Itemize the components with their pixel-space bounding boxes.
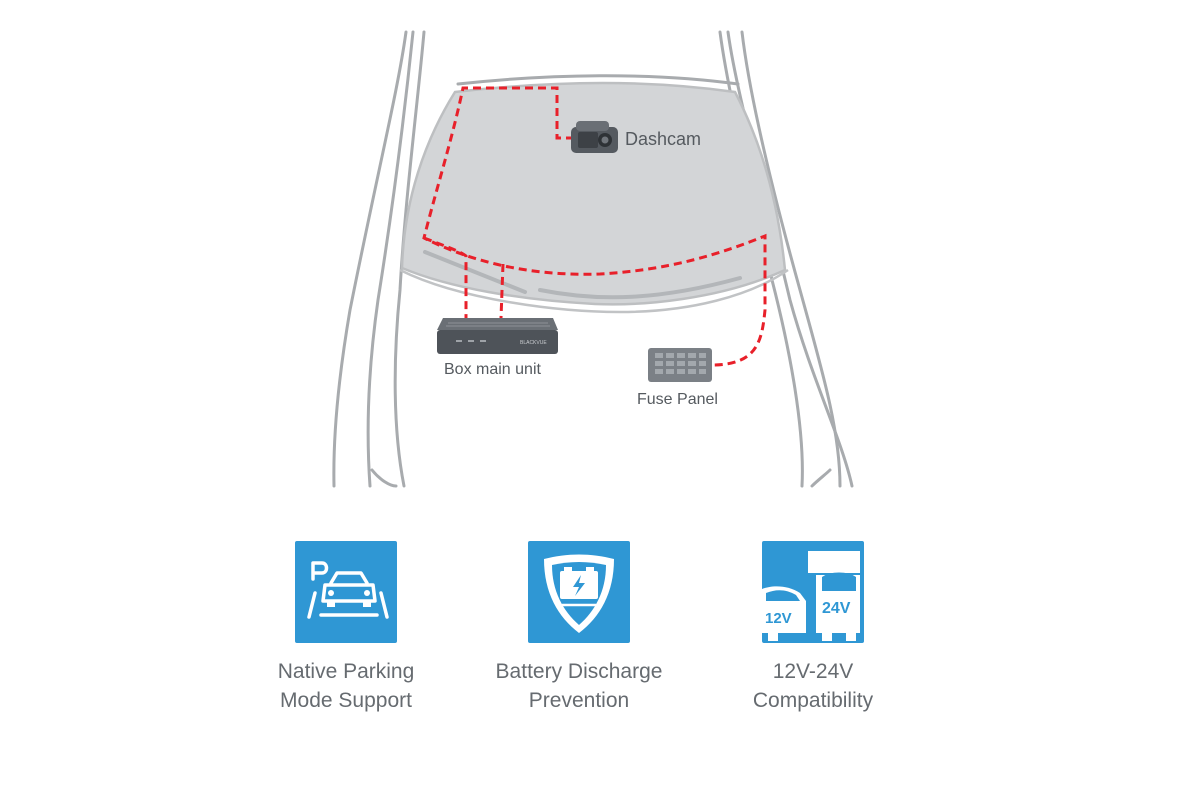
feature-parking-mode: Native Parking Mode Support bbox=[236, 541, 456, 715]
feature-battery-line2: Prevention bbox=[528, 689, 630, 712]
car-voltage-label: 12V bbox=[765, 610, 792, 627]
wiper-left bbox=[423, 250, 527, 294]
feature-voltage-compat: 12V 24V 12V-24V Compatibility bbox=[703, 541, 923, 715]
dashcam-label: Dashcam bbox=[625, 129, 702, 149]
feature-voltage-line2: Compatibility bbox=[752, 689, 874, 712]
vehicles-voltage-icon: 12V 24V bbox=[762, 541, 864, 643]
hood-line bbox=[399, 268, 789, 314]
truck-voltage-label: 24V bbox=[822, 600, 851, 617]
fuse-panel-label: Fuse Panel bbox=[637, 391, 718, 408]
windshield bbox=[400, 81, 787, 306]
box-brand-label: BLACKVUE bbox=[520, 340, 547, 346]
feature-parking-line1: Native Parking bbox=[277, 660, 415, 683]
fuse-panel-icon bbox=[648, 348, 712, 382]
feature-battery-protection: Battery Discharge Prevention bbox=[469, 541, 689, 715]
feature-parking-line2: Mode Support bbox=[280, 689, 412, 712]
dashcam-icon bbox=[571, 121, 618, 153]
battery-shield-icon bbox=[528, 541, 630, 643]
box-main-unit-label: Box main unit bbox=[444, 361, 541, 378]
wiring bbox=[422, 86, 767, 367]
box-main-unit-icon: BLACKVUE bbox=[437, 318, 558, 354]
wiper-right bbox=[538, 276, 742, 300]
parking-car-icon bbox=[295, 541, 397, 643]
feature-voltage-line1: 12V-24V bbox=[772, 660, 854, 683]
feature-battery-line1: Battery Discharge bbox=[495, 660, 663, 683]
